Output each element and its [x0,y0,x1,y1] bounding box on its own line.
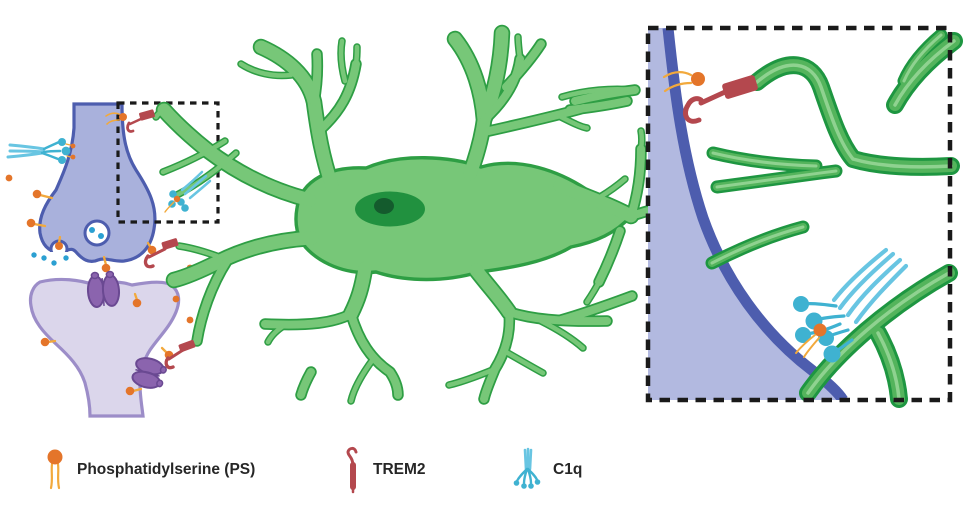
trem2-receptor [683,75,758,124]
trem2-receptor [126,109,155,133]
receptor-channel [86,270,121,308]
postsynaptic-terminal [28,264,194,418]
inset-magnified-view [645,25,954,403]
legend: Phosphatidylserine (PS) TREM2 C1q [0,444,980,500]
legend-label-c1q: C1q [553,461,583,478]
c1q-molecule [793,247,909,363]
legend-item-c1q: C1q [512,444,582,496]
legend-label-ps: Phosphatidylserine (PS) [77,461,256,478]
receptor-channel [131,357,167,389]
synaptic-vesicle [83,219,111,247]
legend-label-trem2: TREM2 [373,461,426,478]
microglia-soma [294,156,634,282]
inset-dotted-border [645,25,953,403]
trem2-icon [346,446,358,494]
legend-item-ps: Phosphatidylserine (PS) [44,444,255,496]
illustration-canvas [5,0,980,418]
microglia-cell [156,33,648,401]
neurotransmitter-dots [31,227,104,266]
phosphatidylserine-icon [47,449,63,490]
trem2-receptor [164,339,196,370]
legend-item-trem2: TREM2 [344,444,426,496]
c1q-molecule [164,170,212,213]
c1q-molecule [6,138,76,164]
c1q-icon [513,447,541,489]
presynaptic-membrane [38,102,157,264]
microglia-nucleolus [374,198,394,214]
trem2-receptor [143,238,179,269]
ps-molecule [5,174,157,273]
ps-molecule [105,112,127,125]
presynaptic-terminal [5,102,157,273]
ps-molecule [662,71,705,93]
